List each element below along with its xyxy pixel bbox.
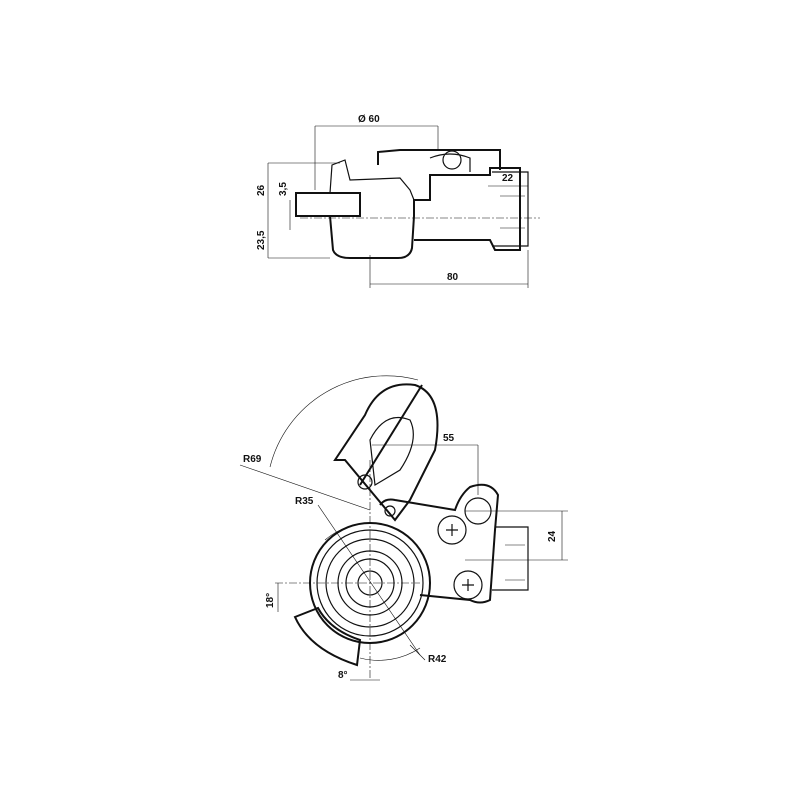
dim-diameter-60: Ø 60 bbox=[358, 114, 380, 125]
dim-r69: R69 bbox=[243, 454, 262, 465]
bottom-view-dimension-lines bbox=[239, 375, 568, 681]
top-view: Ø 60 22 80 26 3,5 23,5 bbox=[256, 114, 540, 288]
dim-23-5: 23,5 bbox=[256, 230, 267, 250]
dim-22: 22 bbox=[502, 173, 514, 184]
dim-55: 55 bbox=[443, 433, 455, 444]
dim-r42: R42 bbox=[428, 654, 447, 665]
dim-3-5: 3,5 bbox=[278, 182, 289, 196]
dim-18-deg: 18° bbox=[265, 593, 276, 608]
dim-26: 26 bbox=[256, 184, 267, 196]
dim-r35: R35 bbox=[295, 496, 314, 507]
dim-80: 80 bbox=[447, 272, 459, 283]
dim-8-deg: 8° bbox=[338, 670, 348, 681]
top-view-dimension-lines bbox=[267, 125, 529, 288]
coupling-head bbox=[293, 383, 529, 667]
bottom-view: 55 R69 R35 24 18° R42 8° bbox=[239, 375, 568, 681]
dim-24: 24 bbox=[547, 530, 558, 542]
top-view-body bbox=[295, 149, 540, 259]
